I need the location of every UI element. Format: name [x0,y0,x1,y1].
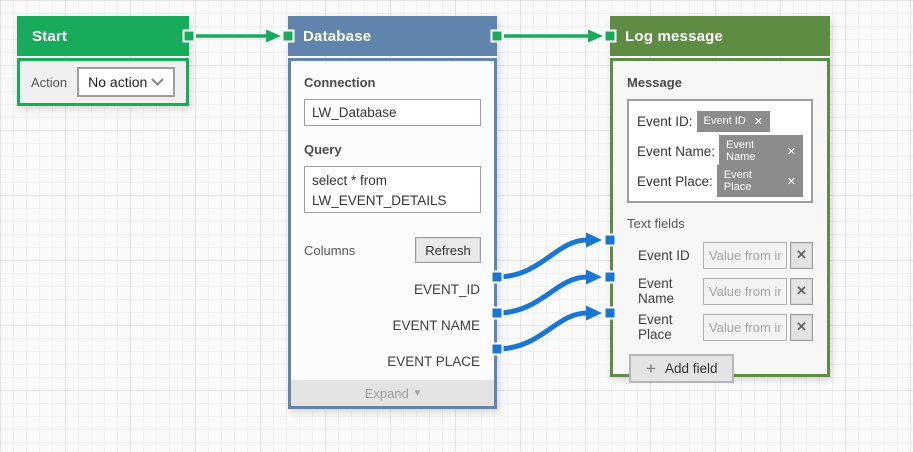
port-column-event-place[interactable] [490,342,504,356]
database-node-body: Connection Query select * from LW_EVENT_… [288,58,497,409]
flow-arrowhead [266,29,281,43]
text-fields-label: Text fields [627,216,685,231]
token-chip-event-name[interactable]: Event Name ✕ [719,135,803,167]
text-field-row-event-id: Event ID ✕ [627,237,813,273]
columns-list: EVENT_ID EVENT NAME EVENT PLACE [304,272,481,380]
caret-down-icon: ▾ [414,386,421,399]
field-label: Event Place [638,312,673,342]
field-input-event-id[interactable] [702,241,787,269]
message-editor[interactable]: Event ID: Event ID ✕ Event Name: Event N… [627,99,813,203]
chip-label: Event Name [726,139,756,163]
message-label: Message [627,75,682,90]
remove-field-button[interactable]: ✕ [789,241,813,269]
log-message-node-title: Log message [625,27,724,45]
add-field-button[interactable]: + Add field [629,354,735,383]
port-log-in[interactable] [603,29,617,43]
action-select[interactable]: No action [77,67,175,97]
text-field-row-event-name: Event Name ✕ [627,273,813,309]
plus-icon: + [646,359,656,378]
token-chip-event-id[interactable]: Event ID ✕ [696,110,770,132]
database-node[interactable]: Database Connection Query select * from … [288,16,497,409]
columns-label: Columns [304,242,356,258]
start-node-title: Start [32,27,68,45]
expand-label: Expand [364,385,409,401]
column-output-event-id: EVENT_ID [413,282,480,297]
database-node-title: Database [303,27,372,45]
message-row-label: Event Name: [637,143,716,159]
token-chip-event-place[interactable]: Event Place ✕ [716,165,803,197]
data-link-event-name [494,274,590,316]
chip-label: Event Place [723,169,752,193]
port-start-out[interactable] [182,29,196,43]
chip-close-icon[interactable]: ✕ [753,115,763,128]
remove-field-button[interactable]: ✕ [789,277,813,305]
message-row-label: Event ID: [637,113,693,129]
remove-field-button[interactable]: ✕ [789,313,813,341]
chip-label: Event ID [703,115,746,127]
start-node[interactable]: Start Action No action [17,16,189,106]
message-row: Event Name: Event Name ✕ [637,135,803,167]
close-icon: ✕ [796,283,807,298]
data-link-arrowhead [586,232,602,248]
message-row: Event Place: Event Place ✕ [637,165,803,197]
message-row-label: Event Place: [637,173,713,189]
port-field-event-place[interactable] [603,306,617,320]
port-column-event-name[interactable] [490,306,504,320]
query-label: Query [304,142,342,157]
column-output-event-place: EVENT PLACE [387,354,480,369]
port-database-out[interactable] [490,29,504,43]
data-link-arrowhead [586,269,602,285]
port-column-event-id[interactable] [490,270,504,284]
close-icon: ✕ [796,319,807,334]
connection-label: Connection [304,75,376,90]
port-database-in[interactable] [281,29,295,43]
text-field-row-event-place: Event Place ✕ [627,309,813,345]
port-field-event-id[interactable] [603,233,617,247]
data-link-event-id [494,237,590,280]
expand-toggle[interactable]: Expand ▾ [291,380,494,406]
chip-close-icon[interactable]: ✕ [786,145,796,158]
action-label: Action [31,74,68,90]
start-node-body: Action No action [17,58,189,106]
message-row: Event ID: Event ID ✕ [637,106,803,136]
log-message-node[interactable]: Log message Message Event ID: Event ID ✕… [610,16,830,383]
database-node-header[interactable]: Database [288,16,497,56]
chip-close-icon[interactable]: ✕ [786,175,796,188]
add-field-label: Add field [664,361,718,376]
log-message-node-header[interactable]: Log message [610,16,830,56]
action-select-value: No action [88,74,148,90]
port-field-event-name[interactable] [603,270,617,284]
data-link-event-place [494,310,590,352]
start-node-header[interactable]: Start [17,16,189,56]
chevron-down-icon [151,78,164,86]
field-label: Event ID [638,247,690,263]
connection-input[interactable] [304,99,481,126]
data-link-arrowhead [586,305,602,321]
column-output-event-name: EVENT NAME [392,318,480,333]
query-textarea[interactable]: select * from LW_EVENT_DETAILS [304,166,481,213]
field-input-event-place[interactable] [702,313,787,341]
field-input-event-name[interactable] [702,277,787,305]
log-message-node-body: Message Event ID: Event ID ✕ Event Name:… [610,58,830,383]
close-icon: ✕ [796,247,807,262]
flow-arrowhead [588,29,603,43]
field-label: Event Name [638,276,675,306]
refresh-button[interactable]: Refresh [415,237,481,263]
